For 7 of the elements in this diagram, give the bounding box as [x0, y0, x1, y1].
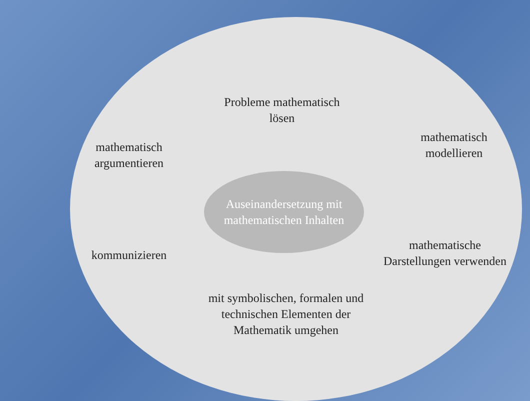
competency-label: mit symbolischen, formalen und technischen Elementen der Mathematik umgehen [207, 290, 365, 338]
competency-label: kommunizieren [90, 247, 168, 263]
competency-label: mathematisch argumentieren [93, 139, 165, 171]
competency-label: Probleme mathematisch lösen [223, 94, 341, 126]
competency-label: mathematische Darstellungen verwenden [382, 237, 508, 269]
center-text: Auseinandersetzung mit mathematischen Inhalten [222, 196, 346, 228]
competency-label: mathematisch modellieren [420, 129, 488, 161]
